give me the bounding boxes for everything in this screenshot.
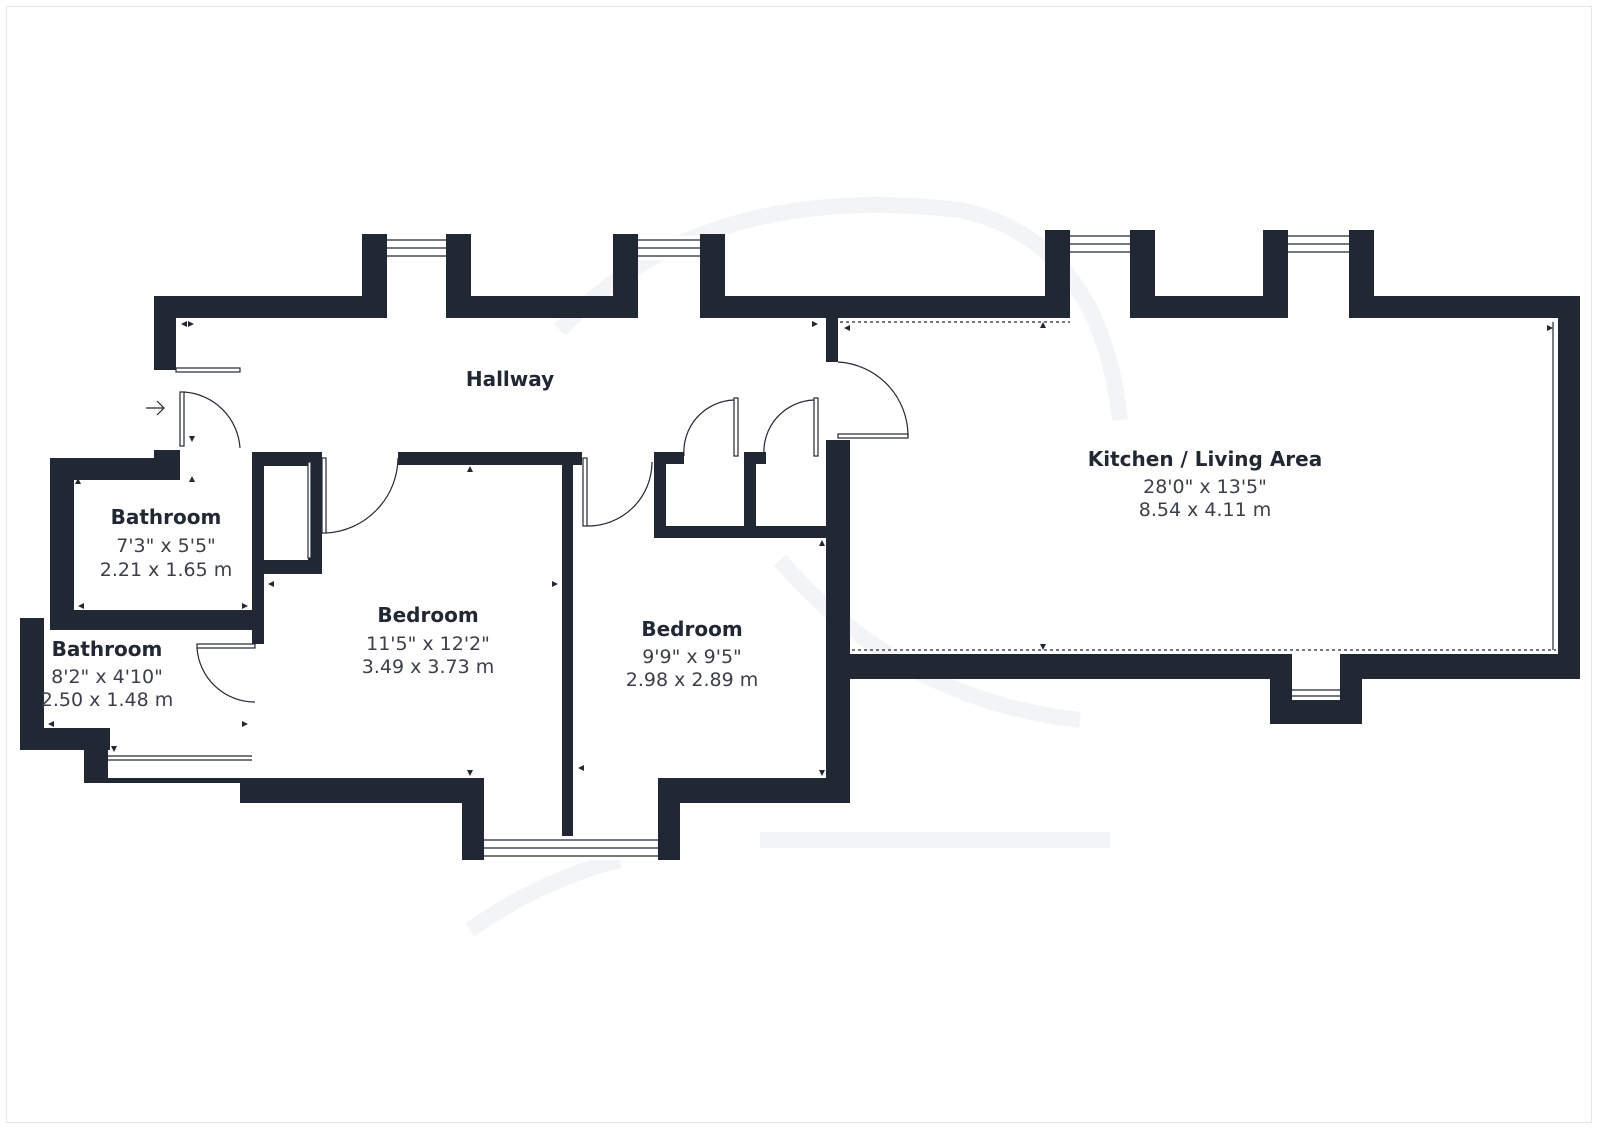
kitchen-living-dim-imperial: 28'0" x 13'5" — [1143, 476, 1267, 498]
ceiling-lines — [840, 321, 1556, 651]
kitchen-living-name: Kitchen / Living Area — [1088, 447, 1322, 471]
doors — [175, 361, 909, 703]
bathroom-1-name: Bathroom — [111, 505, 222, 529]
hallway-name: Hallway — [466, 367, 554, 391]
windows — [108, 232, 1349, 860]
bedroom-1-name: Bedroom — [377, 603, 478, 627]
bedroom-2-dim-imperial: 9'9" x 9'5" — [642, 646, 742, 668]
bathroom-2-dim-metric: 2.50 x 1.48 m — [41, 689, 173, 711]
bathroom-1-dim-imperial: 7'3" x 5'5" — [116, 535, 216, 557]
room-labels: Hallway Kitchen / Living Area 28'0" x 13… — [41, 367, 1322, 711]
kitchen-living-dim-metric: 8.54 x 4.11 m — [1139, 499, 1271, 521]
walls — [20, 230, 1580, 860]
bedroom-1-dim-imperial: 11'5" x 12'2" — [366, 633, 490, 655]
dimension-markers — [48, 321, 1553, 776]
bedroom-1-dim-metric: 3.49 x 3.73 m — [362, 656, 494, 678]
bathroom-2-name: Bathroom — [52, 637, 163, 661]
entrance-arrow-icon — [146, 400, 165, 416]
bedroom-2-name: Bedroom — [641, 617, 742, 641]
bedroom-2-dim-metric: 2.98 x 2.89 m — [626, 669, 758, 691]
page-frame — [6, 6, 1592, 1123]
bathroom-1-dim-metric: 2.21 x 1.65 m — [100, 559, 232, 581]
bathroom-2-dim-imperial: 8'2" x 4'10" — [51, 666, 163, 688]
